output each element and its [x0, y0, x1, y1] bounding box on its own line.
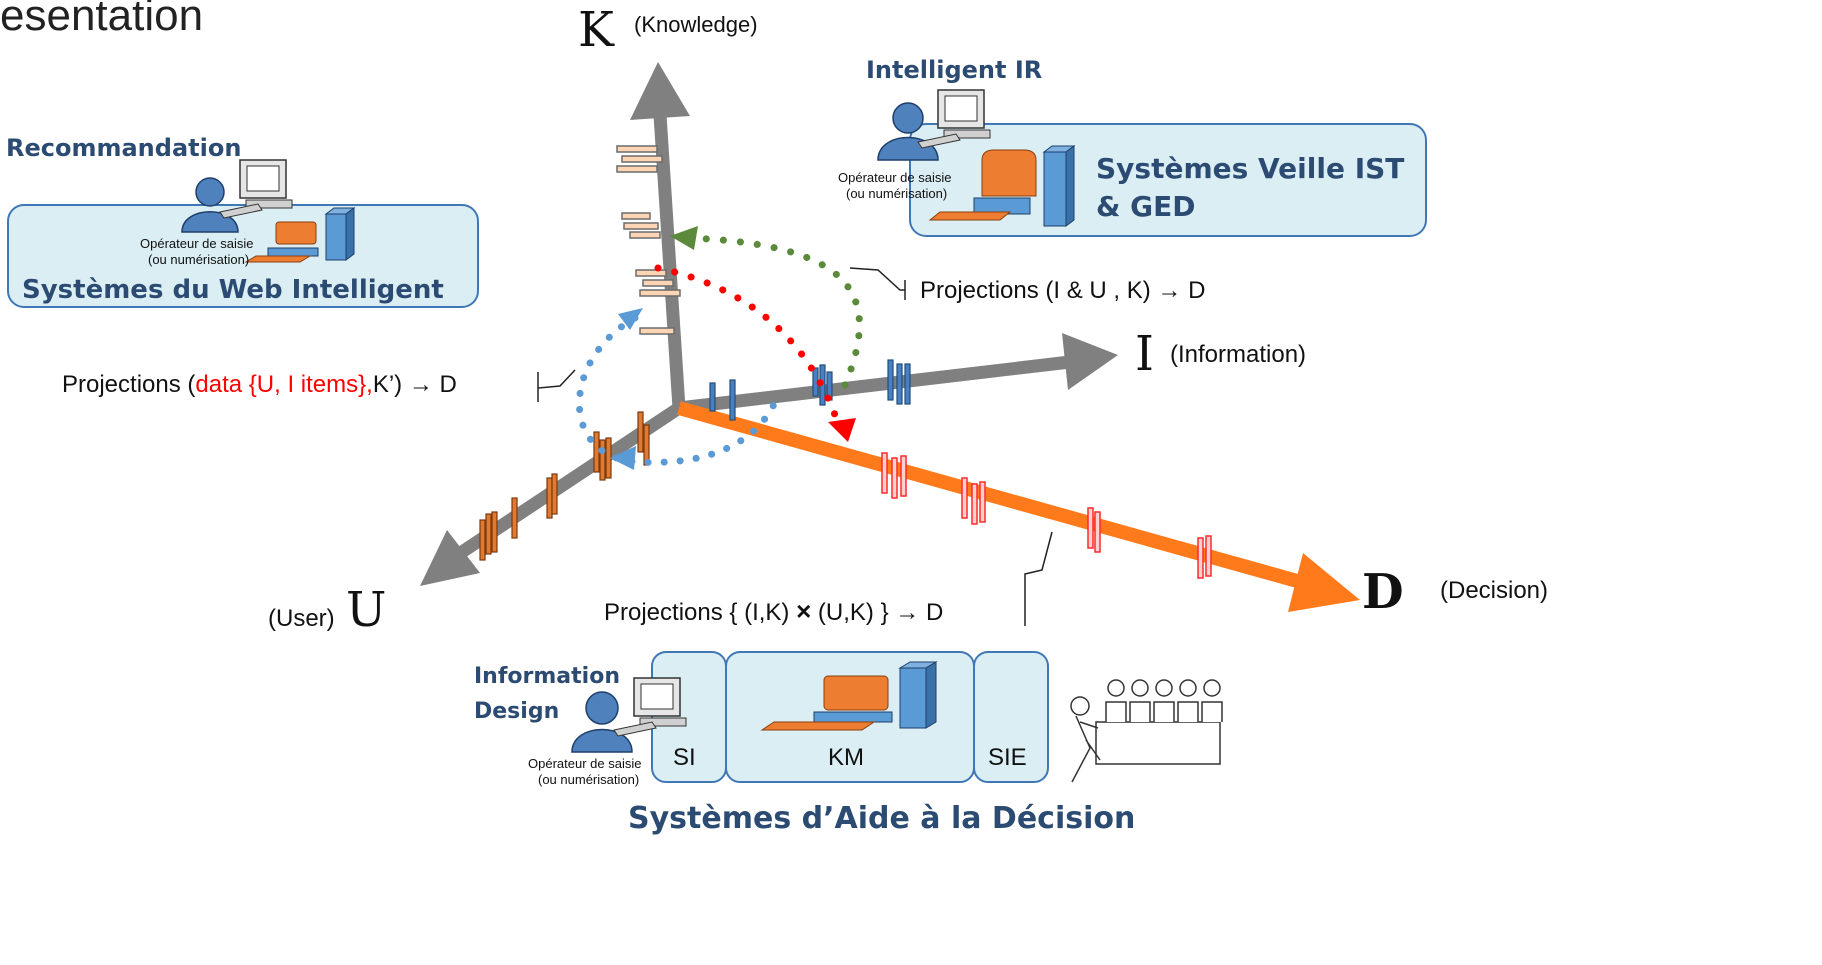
k-axis-label: (Knowledge) — [634, 12, 758, 37]
u-axis-label: (User) — [268, 605, 335, 632]
k-axis-letter: K — [578, 2, 615, 58]
projection-data-leader — [537, 369, 576, 402]
web-intelligent-panel: Recommandation Opérateur de saisie (ou n… — [6, 134, 479, 308]
d-axis-markers — [881, 452, 1212, 579]
si-label: SI — [673, 744, 696, 771]
operator-caption-line1: Opérateur de saisie — [838, 170, 951, 185]
green-arrowhead — [670, 226, 698, 250]
veille-ist-panel: Intelligent IR Opérateur de saisie (ou n… — [838, 56, 1427, 237]
projection-ik-leader — [849, 267, 905, 291]
decision-support-label: Systèmes d’Aide à la Décision — [628, 801, 1135, 836]
i-axis-markers — [709, 359, 911, 421]
operator-icon — [571, 677, 687, 753]
projection-data-label: Projections (data {U, I items},K’) → D — [62, 371, 457, 398]
information-design-heading-line2: Design — [474, 699, 559, 724]
blue-dotted-loop — [575, 314, 779, 466]
i-axis-letter: I — [1135, 326, 1154, 382]
red-arrowhead — [828, 418, 856, 442]
operator-caption-line2: (ou numérisation) — [148, 252, 249, 267]
veille-ist-label-line1: Systèmes Veille IST — [1096, 152, 1404, 185]
green-dotted-curve — [686, 234, 863, 389]
sie-cell — [973, 651, 1049, 783]
operator-caption-line2: (ou numérisation) — [538, 772, 639, 787]
blue-arrowhead-top — [618, 308, 643, 330]
km-label: KM — [828, 744, 864, 771]
u-axis-letter: U — [346, 582, 386, 638]
computer-icon — [760, 661, 938, 731]
sie-label: SIE — [988, 744, 1027, 771]
web-intelligent-box — [7, 204, 479, 308]
projection-ikuk-label: Projections { (I,K) × (U,K) } → D — [604, 596, 943, 626]
blue-arrowhead-bottom — [610, 446, 636, 470]
u-axis-markers — [479, 411, 650, 561]
d-axis-label: (Decision) — [1440, 577, 1548, 604]
veille-ist-box — [909, 123, 1427, 237]
i-axis — [678, 333, 1118, 415]
i-axis-label: (Information) — [1170, 341, 1306, 368]
computer-icon — [928, 145, 1076, 227]
operator-caption-line1: Opérateur de saisie — [528, 756, 641, 771]
computer-icon — [244, 207, 356, 263]
web-intelligent-label: Systèmes du Web Intelligent — [22, 275, 444, 305]
projection-ikuk-leader — [1024, 531, 1053, 626]
page-title-fragment: esentation — [0, 0, 203, 40]
meeting-board-icon — [1070, 679, 1223, 783]
d-axis-letter: D — [1362, 564, 1404, 620]
veille-ist-label-line2: & GED — [1096, 190, 1196, 223]
red-dotted-curve — [654, 264, 839, 419]
operator-caption-line1: Opérateur de saisie — [140, 236, 253, 251]
intelligent-ir-heading: Intelligent IR — [866, 56, 1042, 84]
k-axis — [630, 62, 690, 409]
operator-icon — [877, 89, 991, 161]
information-design-heading-line1: Information — [474, 664, 620, 689]
decision-support-panel: Information Design SI KM SIE Opérateur d… — [474, 651, 1223, 836]
recommandation-heading: Recommandation — [6, 134, 241, 162]
projection-ik-label: Projections (I & U , K) → D — [920, 277, 1205, 304]
operator-caption-line2: (ou numérisation) — [846, 186, 947, 201]
operator-icon — [181, 159, 293, 233]
k-axis-markers — [616, 145, 681, 335]
d-axis — [677, 401, 1360, 612]
